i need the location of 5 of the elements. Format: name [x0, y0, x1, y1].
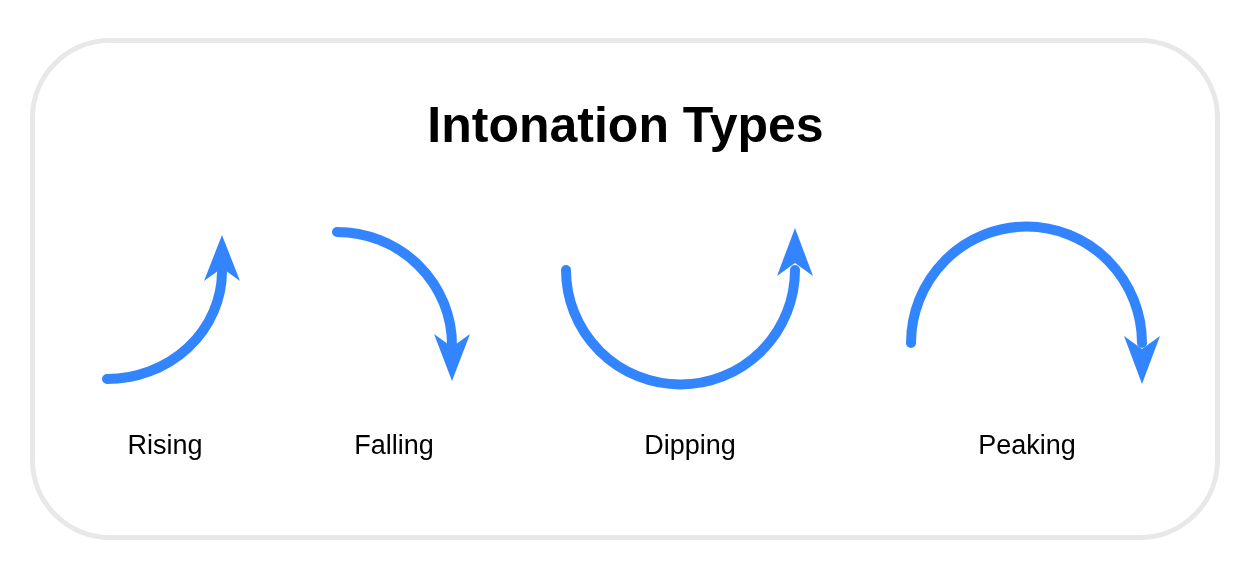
contour-label: Peaking [978, 430, 1076, 461]
diagram-title: Intonation Types [426, 96, 825, 154]
contour-label: Falling [354, 430, 434, 461]
contour-label: Dipping [644, 430, 736, 461]
contour-label: Rising [127, 430, 203, 461]
